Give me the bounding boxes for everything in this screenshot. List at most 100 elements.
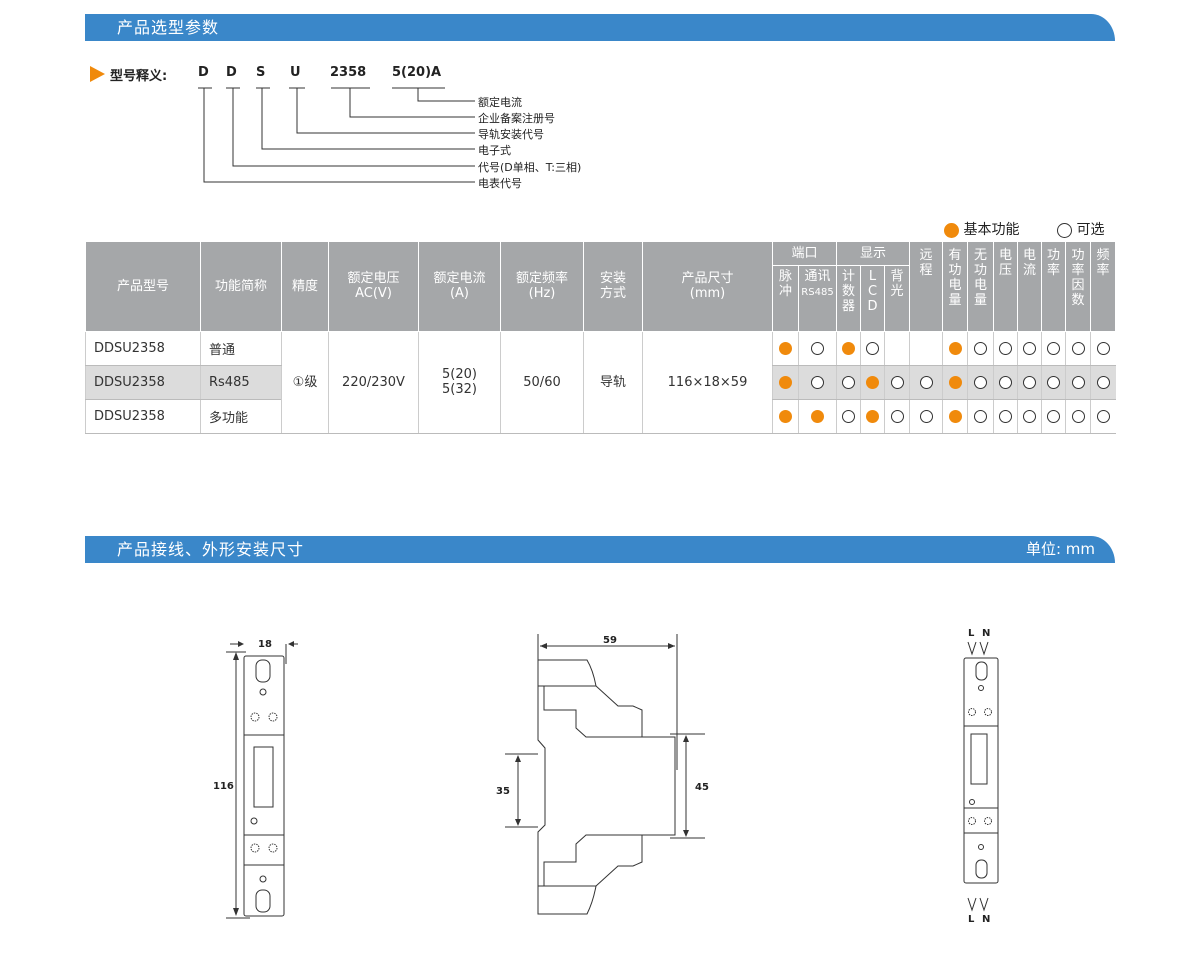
terminal-n-bottom: N bbox=[982, 914, 990, 925]
optional-function-icon bbox=[1047, 375, 1060, 389]
basic-function-icon bbox=[948, 409, 962, 423]
feature-cell bbox=[942, 365, 968, 400]
depth-label: 45 bbox=[695, 782, 709, 793]
wiring-drawing: L N L N bbox=[963, 628, 999, 925]
header-voltage: 额定电压 AC(V) bbox=[328, 242, 419, 332]
basic-function-icon bbox=[842, 341, 855, 355]
feature-cell bbox=[942, 331, 968, 366]
function-cell: Rs485 bbox=[200, 365, 282, 400]
header-power-factor: 功 率 因 数 bbox=[1065, 242, 1091, 332]
function-cell: 多功能 bbox=[200, 399, 282, 434]
section-banner-wiring: 产品接线、外形安装尺寸单位: mm bbox=[85, 536, 1115, 563]
feature-cell bbox=[993, 331, 1018, 366]
model-cell: DDSU2358 bbox=[85, 331, 201, 366]
header-display: 显示 bbox=[836, 242, 910, 266]
feature-cell bbox=[942, 399, 968, 434]
feature-cell bbox=[772, 331, 799, 366]
optional-function-icon bbox=[919, 375, 933, 389]
front-view-drawing: 18 116 bbox=[213, 639, 298, 919]
feature-cell bbox=[1065, 365, 1091, 400]
optional-function-icon bbox=[890, 375, 904, 389]
feature-cell bbox=[967, 331, 994, 366]
feature-cell bbox=[860, 331, 885, 366]
optional-function-icon bbox=[999, 409, 1012, 423]
header-frequency: 额定频率 (Hz) bbox=[500, 242, 584, 332]
feature-cell bbox=[909, 365, 943, 400]
unit-label: 单位: mm bbox=[1025, 540, 1095, 558]
header-pulse: 脉 冲 bbox=[772, 265, 799, 332]
code-current: 5(20)A bbox=[392, 65, 442, 80]
front-width-label: 18 bbox=[258, 639, 272, 650]
basic-function-icon bbox=[779, 375, 792, 389]
optional-function-icon bbox=[974, 341, 987, 355]
arrow-icon bbox=[90, 66, 105, 82]
optional-function-icon bbox=[1023, 341, 1036, 355]
feature-cell bbox=[1090, 331, 1116, 366]
optional-function-icon bbox=[974, 375, 987, 389]
optional-function-icon bbox=[1023, 375, 1036, 389]
feature-cell bbox=[772, 365, 799, 400]
header-current-measure: 电 流 bbox=[1017, 242, 1042, 332]
header-reactive-energy: 无 功 电 量 bbox=[967, 242, 994, 332]
optional-function-icon bbox=[842, 409, 855, 423]
feature-cell bbox=[836, 331, 861, 366]
header-lcd: L C D bbox=[860, 265, 885, 332]
feature-cell bbox=[798, 331, 837, 366]
explanation: 代号(D单相、T:三相) bbox=[478, 161, 582, 174]
header-backlight: 背 光 bbox=[884, 265, 910, 332]
basic-function-icon bbox=[779, 409, 792, 423]
header-accuracy: 精度 bbox=[281, 242, 329, 332]
basic-function-icon bbox=[866, 409, 879, 423]
header-power: 功 率 bbox=[1041, 242, 1066, 332]
header-model: 产品型号 bbox=[85, 242, 201, 332]
optional-function-icon bbox=[1096, 341, 1110, 355]
explanation: 电子式 bbox=[478, 144, 511, 157]
legend-basic: 基本功能 bbox=[944, 219, 1019, 239]
feature-cell bbox=[884, 331, 910, 366]
terminal-l-top: L bbox=[968, 628, 975, 639]
header-freq-measure: 频 率 bbox=[1090, 242, 1116, 332]
header-install: 安装 方式 bbox=[583, 242, 643, 332]
basic-function-icon bbox=[779, 341, 792, 355]
feature-cell bbox=[993, 365, 1018, 400]
basic-function-icon bbox=[866, 375, 879, 389]
code-number: 2358 bbox=[330, 65, 367, 80]
optional-function-icon bbox=[999, 375, 1012, 389]
size-cell: 116×18×59 bbox=[642, 331, 773, 434]
function-cell: 普通 bbox=[200, 331, 282, 366]
feature-cell bbox=[1065, 399, 1091, 434]
basic-function-icon bbox=[948, 341, 962, 355]
header-comm-label: 通讯 bbox=[804, 268, 831, 284]
section-banner-selection: 产品选型参数 bbox=[85, 14, 1115, 41]
optional-function-icon bbox=[866, 341, 879, 355]
optional-function-icon bbox=[1096, 409, 1110, 423]
feature-cell bbox=[967, 399, 994, 434]
optional-function-icon bbox=[1096, 375, 1110, 389]
feature-cell bbox=[1041, 399, 1066, 434]
legend-optional-label: 可选 bbox=[1076, 222, 1105, 238]
install-cell: 导轨 bbox=[583, 331, 643, 434]
model-breakdown-lines bbox=[90, 66, 475, 183]
filled-circle-icon bbox=[944, 222, 959, 238]
explanation: 企业备案注册号 bbox=[478, 112, 555, 125]
code-s: S bbox=[256, 65, 266, 80]
feature-cell bbox=[884, 399, 910, 434]
optional-function-icon bbox=[1071, 375, 1085, 389]
terminal-l-bottom: L bbox=[968, 914, 975, 925]
current-cell: 5(20) 5(32) bbox=[418, 331, 501, 434]
code-u: U bbox=[290, 65, 301, 80]
feature-cell bbox=[909, 399, 943, 434]
optional-function-icon bbox=[999, 341, 1012, 355]
feature-cell bbox=[836, 399, 861, 434]
terminal-n-top: N bbox=[982, 628, 990, 639]
legend-optional: 可选 bbox=[1057, 219, 1104, 239]
explanation: 额定电流 bbox=[478, 96, 522, 109]
header-counter: 计 数 器 bbox=[836, 265, 861, 332]
code-d1: D bbox=[198, 65, 209, 80]
basic-function-icon bbox=[811, 409, 824, 423]
code-d2: D bbox=[226, 65, 237, 80]
feature-cell bbox=[1065, 331, 1091, 366]
optional-function-icon bbox=[1023, 409, 1036, 423]
